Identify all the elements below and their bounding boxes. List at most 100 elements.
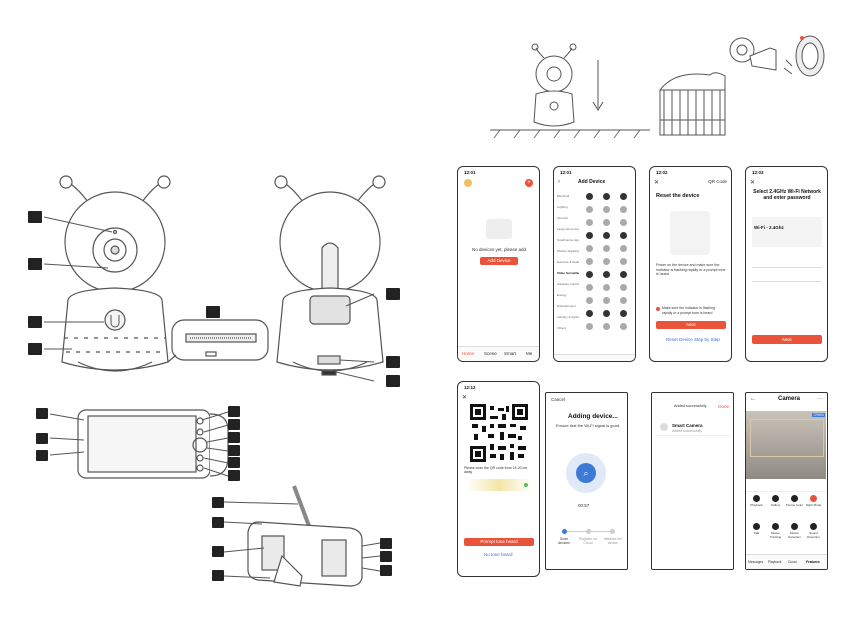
device-type-icon[interactable] (586, 232, 593, 239)
add-icon[interactable]: + (525, 179, 533, 187)
device-type-icon[interactable] (620, 310, 627, 317)
callout-marker (212, 497, 224, 508)
more-icon[interactable]: ··· (817, 396, 823, 402)
device-type-icon[interactable] (620, 297, 627, 304)
category-item[interactable]: Others (557, 326, 567, 330)
device-type-icon[interactable] (603, 219, 610, 226)
next-button[interactable]: Next (752, 335, 822, 344)
reset-step-link[interactable]: Reset Device Step by Step (666, 337, 720, 342)
header-text: Added successfully (674, 404, 707, 408)
step-label: Initialize the device (603, 537, 623, 545)
wifi-diagram (752, 217, 822, 247)
device-type-icon[interactable] (620, 284, 627, 291)
callout-marker (28, 258, 42, 270)
device-type-icon[interactable] (586, 297, 593, 304)
add-device-button[interactable]: Add Device (480, 257, 518, 265)
progress-timer: 00:57 (578, 503, 590, 508)
avatar[interactable] (464, 179, 472, 187)
device-type-icon[interactable] (603, 206, 610, 213)
device-type-icon[interactable] (603, 245, 610, 252)
feature-icon[interactable] (791, 523, 798, 530)
no-tone-link[interactable]: No tone heard (484, 552, 513, 557)
callout-marker (228, 419, 240, 430)
device-type-icon[interactable] (620, 323, 627, 330)
device-type-icon[interactable] (603, 284, 610, 291)
device-type-icon[interactable] (586, 193, 593, 200)
device-type-icon[interactable] (620, 219, 627, 226)
empty-illustration (486, 219, 512, 239)
close-icon[interactable]: ✕ (750, 180, 756, 186)
cancel-link[interactable]: Cancel (551, 397, 566, 402)
device-type-icon[interactable] (620, 258, 627, 265)
feature-icon[interactable] (810, 495, 817, 502)
device-type-icon[interactable] (620, 245, 627, 252)
feature-icon[interactable] (772, 495, 779, 502)
feature-icon[interactable] (791, 495, 798, 502)
device-type-icon[interactable] (603, 310, 610, 317)
feature-icon[interactable] (753, 495, 760, 502)
category-item[interactable]: Sensors (557, 216, 569, 220)
category-item[interactable]: Energy (557, 293, 567, 297)
device-type-icon[interactable] (603, 193, 610, 200)
device-type-icon[interactable] (586, 310, 593, 317)
next-button[interactable]: Next (656, 321, 726, 329)
category-item[interactable]: Exercise & Health (557, 260, 579, 264)
device-type-icon[interactable] (603, 271, 610, 278)
category-item[interactable]: Video Surveillance (557, 271, 579, 275)
back-icon[interactable]: ‹ (558, 179, 560, 185)
back-icon[interactable]: ← (750, 396, 756, 402)
tab-smart[interactable]: Smart (504, 351, 517, 356)
device-type-icon[interactable] (603, 232, 610, 239)
category-item[interactable]: Large Home Appliance (557, 227, 579, 231)
tab-me[interactable]: Me (526, 351, 533, 356)
device-type-icon[interactable] (586, 245, 593, 252)
device-name: Smart Camera (672, 423, 703, 428)
tab-bar: Home Scene Smart Me (458, 346, 539, 361)
tab-features[interactable]: Features (806, 560, 820, 564)
device-type-icon[interactable] (586, 284, 593, 291)
feature-label: Motion Detection (788, 531, 801, 539)
camera-illustration (670, 211, 710, 255)
feature-icon[interactable] (810, 523, 817, 530)
feature-icon[interactable] (772, 523, 779, 530)
callout-marker (380, 551, 392, 562)
device-type-icon[interactable] (603, 323, 610, 330)
device-type-icon[interactable] (586, 323, 593, 330)
device-type-icon[interactable] (620, 193, 627, 200)
close-icon[interactable]: ✕ (462, 395, 468, 401)
device-row[interactable] (656, 421, 730, 436)
confirm-checkbox[interactable] (656, 307, 660, 311)
device-type-icon[interactable] (586, 271, 593, 278)
product-diagrams (43, 175, 386, 587)
qr-code-link[interactable]: QR Code (708, 179, 727, 184)
device-type-icon[interactable] (620, 206, 627, 213)
category-item[interactable]: Small Home Appliance (557, 238, 579, 242)
device-type-icon[interactable] (603, 297, 610, 304)
tab-playback[interactable]: Playback (768, 560, 782, 564)
done-link[interactable]: Done (718, 404, 729, 409)
tab-scene[interactable]: Scene (484, 351, 497, 356)
tab-messages[interactable]: Messages (748, 560, 764, 564)
device-type-icon[interactable] (586, 219, 593, 226)
category-item[interactable]: Gateway Control (557, 282, 579, 286)
password-field[interactable] (752, 273, 822, 282)
callout-marker (28, 343, 42, 355)
tone-heard-button[interactable]: Prompt tone heard (464, 538, 534, 546)
device-type-icon[interactable] (586, 258, 593, 265)
device-type-icon[interactable] (620, 232, 627, 239)
tab-cloud[interactable]: Cloud (788, 560, 797, 564)
category-item[interactable]: Lighting (557, 205, 568, 209)
category-item[interactable]: Entertainment (557, 304, 576, 308)
wifi-name-field[interactable] (752, 259, 822, 268)
tab-home[interactable]: Home (462, 351, 475, 356)
device-type-icon[interactable] (603, 258, 610, 265)
hd-badge[interactable]: 720HD (812, 413, 825, 417)
close-icon[interactable]: ✕ (654, 180, 660, 186)
added-success-screen: Added successfully Done Smart Camera Add… (651, 392, 734, 570)
device-type-icon[interactable] (620, 271, 627, 278)
feature-icon[interactable] (753, 523, 760, 530)
category-item[interactable]: Electrical (557, 194, 570, 198)
category-item[interactable]: Kitchen Appliances (557, 249, 579, 253)
category-item[interactable]: Industry & Agriculture (557, 315, 579, 319)
device-type-icon[interactable] (586, 206, 593, 213)
